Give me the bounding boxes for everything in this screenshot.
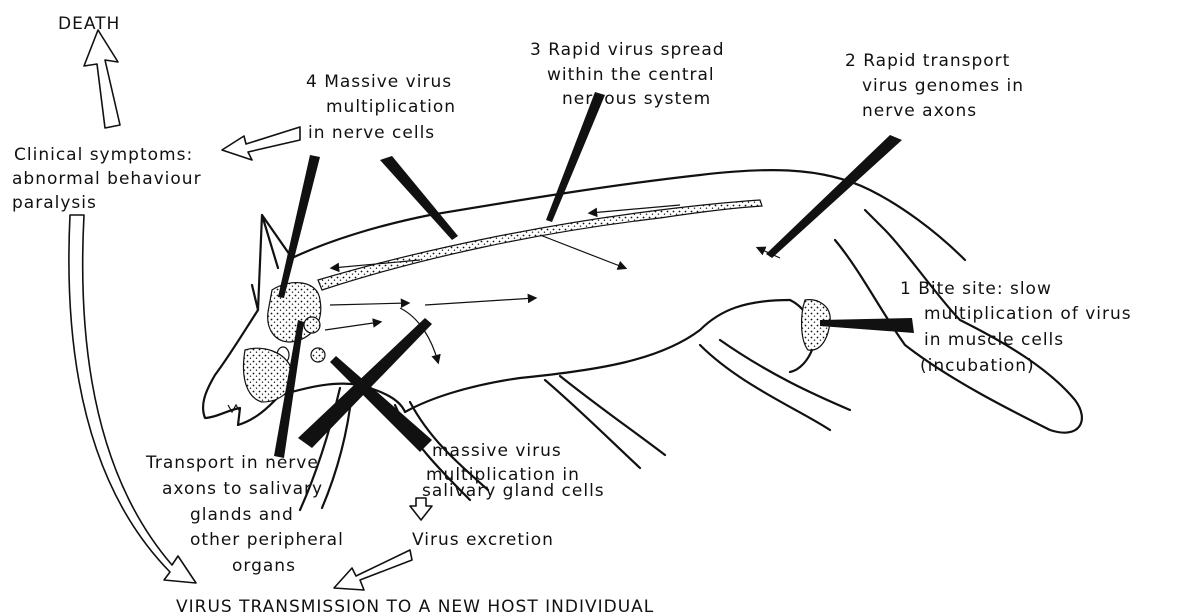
label-step3-3: nervous system [562,89,711,109]
label-clinical-2: abnormal behaviour [12,169,202,189]
label-step5-2: axons to salivary [162,479,323,499]
label-step5-3: glands and [190,505,294,525]
label-step1-2: multiplication of virus [924,304,1132,324]
label-death: DEATH [58,14,120,34]
arrow-to-excretion [410,498,432,520]
arrow-to-clinical [222,127,300,160]
wedge-step1 [820,318,914,333]
label-step4-2: multiplication [326,97,456,117]
label-clinical-1: Clinical symptoms: [14,145,193,165]
salivary-gland-2 [311,348,325,362]
label-step3-2: within the central [547,65,715,85]
label-step3-1: 3 Rapid virus spread [530,40,725,60]
wedge-step3 [546,92,605,222]
fox-hind-legs [545,340,850,468]
labels: DEATH Clinical symptoms: abnormal behavi… [12,14,1132,615]
label-step5-4: other peripheral [190,530,344,550]
arrow-excretion-to-transmission [334,550,412,590]
label-step1-4: (incubation) [920,356,1035,376]
label-step1-1: 1 Bite site: slow [900,279,1052,299]
label-step2-2: virus genomes in [862,76,1024,96]
label-virus-excretion: Virus excretion [412,530,554,550]
salivary-gland-1 [304,317,320,333]
label-step6-3: salivary gland cells [422,481,605,501]
spinal-cord-stipple [318,200,762,290]
label-transmission: VIRUS TRANSMISSION TO A NEW HOST INDIVID… [176,597,654,615]
label-step2-3: nerve axons [862,101,977,121]
label-step2-1: 2 Rapid transport [845,51,1010,71]
label-step4-1: 4 Massive virus [306,72,452,92]
label-step6-1: massive virus [432,441,562,461]
label-clinical-3: paralysis [12,193,97,213]
wedge-step4-cord [380,156,458,240]
arrow-to-death [84,30,120,128]
label-step1-3: in muscle cells [924,330,1064,350]
label-step5-5: organs [232,556,296,576]
arrow-curve-to-transmission [69,215,196,583]
label-step4-3: in nerve cells [308,123,435,143]
label-step6-number: 6 [408,425,420,447]
fox-belly-outline [405,300,790,412]
label-step5-1: Transport in nerve [145,453,319,473]
wedge-step4-brain [278,155,320,298]
